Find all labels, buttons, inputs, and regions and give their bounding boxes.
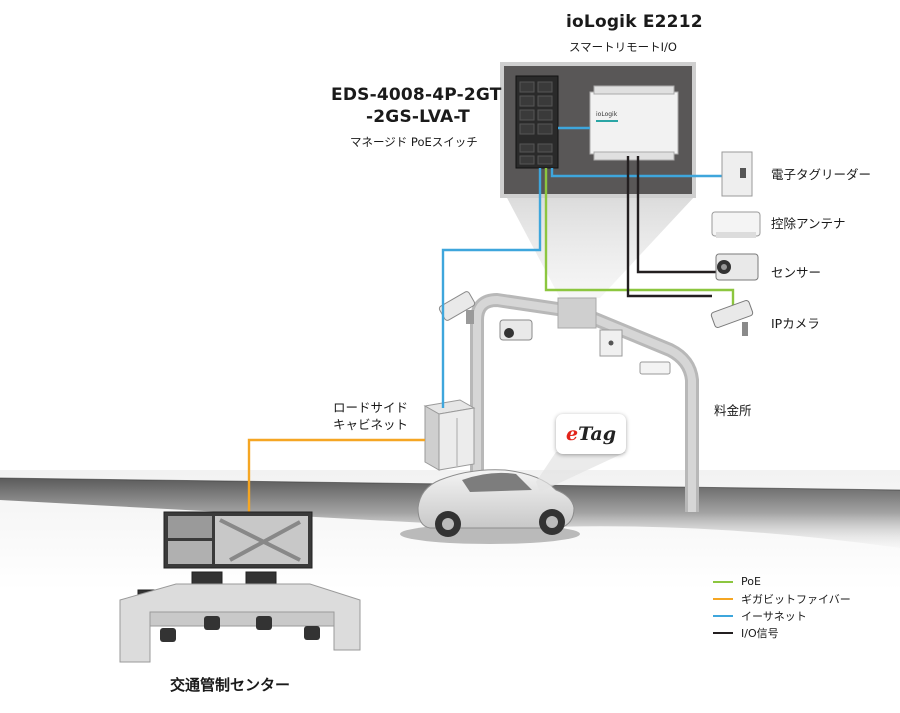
roadside-cabinet-label-line2: キャビネット — [333, 417, 409, 432]
legend-item-fiber: ギガビットファイバー — [713, 590, 851, 607]
toll-gantry — [470, 293, 699, 522]
tag-reader-device — [721, 151, 753, 197]
legend-label-ethernet: イーサネット — [741, 609, 807, 623]
svg-text:ioLogik: ioLogik — [596, 111, 618, 118]
tag-reader-label: 電子タグリーダー — [771, 167, 872, 182]
control-center-label: 交通管制センター — [170, 676, 291, 694]
legend-swatch-fiber — [713, 597, 733, 600]
legend-item-io-signal: I/O信号 — [713, 624, 851, 641]
legend-swatch-io-signal — [713, 631, 733, 634]
legend-swatch-ethernet — [713, 614, 733, 617]
gantry-tag-reader — [599, 329, 623, 357]
legend-label-poe: PoE — [741, 575, 761, 588]
antenna-label: 控除アンテナ — [771, 216, 846, 231]
switch-model-line2: -2GS-LVA-T — [366, 107, 470, 127]
legend-swatch-poe — [713, 580, 733, 583]
toll-gate-label: 料金所 — [714, 403, 752, 418]
legend: PoE ギガビットファイバー イーサネット I/O信号 — [713, 573, 851, 641]
etag-logo: eTag — [565, 423, 616, 445]
gantry-antenna — [639, 361, 671, 375]
legend-label-fiber: ギガビットファイバー — [741, 592, 851, 606]
etag-badge: eTag — [556, 414, 626, 454]
switch-model-line1: EDS-4008-4P-2GT — [331, 85, 502, 105]
roadside-cabinet-label-line1: ロードサイド — [333, 400, 409, 415]
antenna-device — [711, 211, 761, 238]
legend-item-ethernet: イーサネット — [713, 607, 851, 624]
roadside-cabinet-box — [423, 399, 476, 471]
switch-subtitle: マネージド PoEスイッチ — [350, 135, 478, 149]
legend-label-io-signal: I/O信号 — [741, 626, 779, 640]
equipment-panel: ioLogik — [500, 62, 696, 198]
sensor-device — [715, 253, 759, 281]
panel-projection-beam — [506, 196, 695, 298]
cables — [247, 126, 735, 512]
io-device-name: ioLogik E2212 — [566, 12, 703, 32]
io-device-subtitle: スマートリモートI/O — [569, 40, 677, 54]
sensor-label: センサー — [771, 265, 822, 280]
control-center-illustration — [119, 511, 361, 663]
ip-camera-label: IPカメラ — [771, 316, 820, 331]
gantry-sensor-camera — [499, 319, 533, 341]
car — [400, 469, 580, 544]
legend-item-poe: PoE — [713, 573, 851, 590]
ip-camera-device — [710, 299, 754, 336]
